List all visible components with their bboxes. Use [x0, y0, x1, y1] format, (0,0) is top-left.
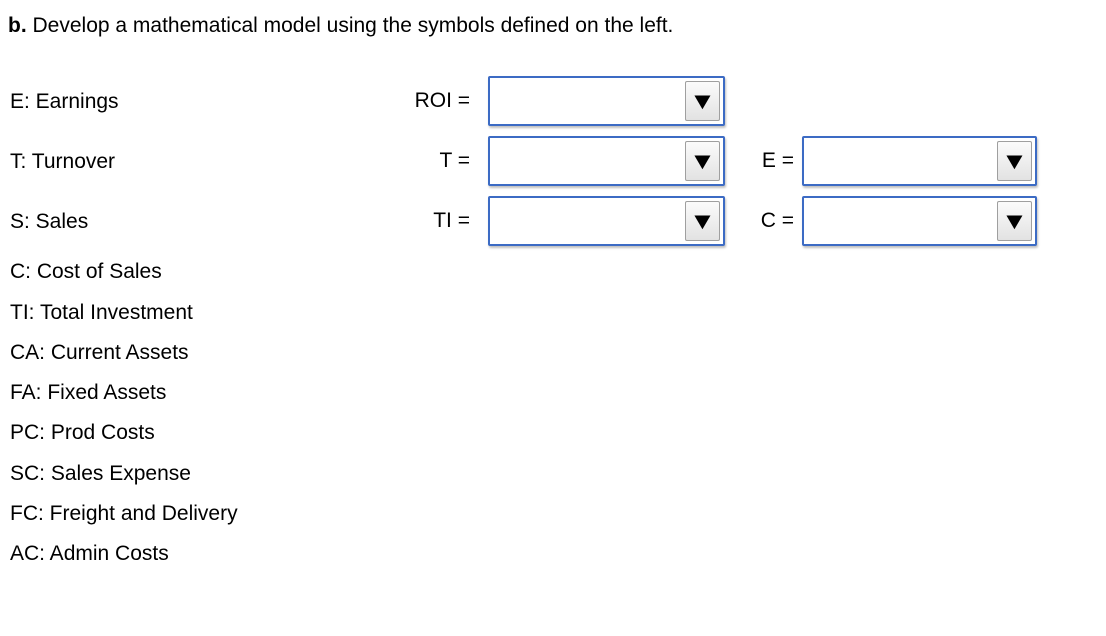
dropdown-arrow-icon: ▼ [1006, 150, 1023, 171]
roi-label: ROI = [414, 89, 470, 112]
dropdown-arrow-icon: ▼ [1006, 210, 1023, 231]
dropdown-arrow-icon: ▼ [694, 210, 711, 231]
dropdown-button[interactable]: ▼ [685, 141, 720, 181]
dropdown-arrow-icon: ▼ [694, 90, 711, 111]
question-part-label: b. [8, 14, 27, 37]
field-t: T = ▼ [370, 136, 725, 186]
field-c: C = ▼ [730, 196, 1037, 246]
field-roi: ROI = ▼ [370, 76, 725, 126]
dropdown-button[interactable]: ▼ [685, 81, 720, 121]
dropdown-button[interactable]: ▼ [997, 201, 1032, 241]
symbol-definition-t: T: Turnover [10, 150, 116, 173]
dropdown-arrow-icon: ▼ [694, 150, 711, 171]
c-select[interactable]: ▼ [802, 196, 1037, 246]
symbol-definition-s: S: Sales [10, 210, 89, 233]
ti-label: TI = [433, 209, 470, 232]
field-e: E = ▼ [730, 136, 1037, 186]
e-select[interactable]: ▼ [802, 136, 1037, 186]
symbol-definition-ac: AC: Admin Costs [10, 542, 169, 565]
symbol-definition-ca: CA: Current Assets [10, 341, 189, 364]
symbol-definition-e: E: Earnings [10, 90, 119, 113]
dropdown-button[interactable]: ▼ [997, 141, 1032, 181]
symbol-definition-pc: PC: Prod Costs [10, 421, 155, 444]
c-label: C = [760, 209, 794, 232]
ti-select[interactable]: ▼ [488, 196, 725, 246]
symbol-definition-ti: TI: Total Investment [10, 301, 193, 324]
t-select[interactable]: ▼ [488, 136, 725, 186]
roi-select[interactable]: ▼ [488, 76, 725, 126]
question-prompt: Develop a mathematical model using the s… [32, 14, 674, 37]
t-label: T = [439, 149, 470, 172]
question-title: b. Develop a mathematical model using th… [8, 13, 673, 39]
dropdown-button[interactable]: ▼ [685, 201, 720, 241]
symbol-definition-fc: FC: Freight and Delivery [10, 502, 238, 525]
e-label: E = [761, 149, 794, 172]
symbol-definition-sc: SC: Sales Expense [10, 462, 191, 485]
symbol-definition-c: C: Cost of Sales [10, 260, 162, 283]
symbol-definition-fa: FA: Fixed Assets [10, 381, 167, 404]
field-ti: TI = ▼ [370, 196, 725, 246]
